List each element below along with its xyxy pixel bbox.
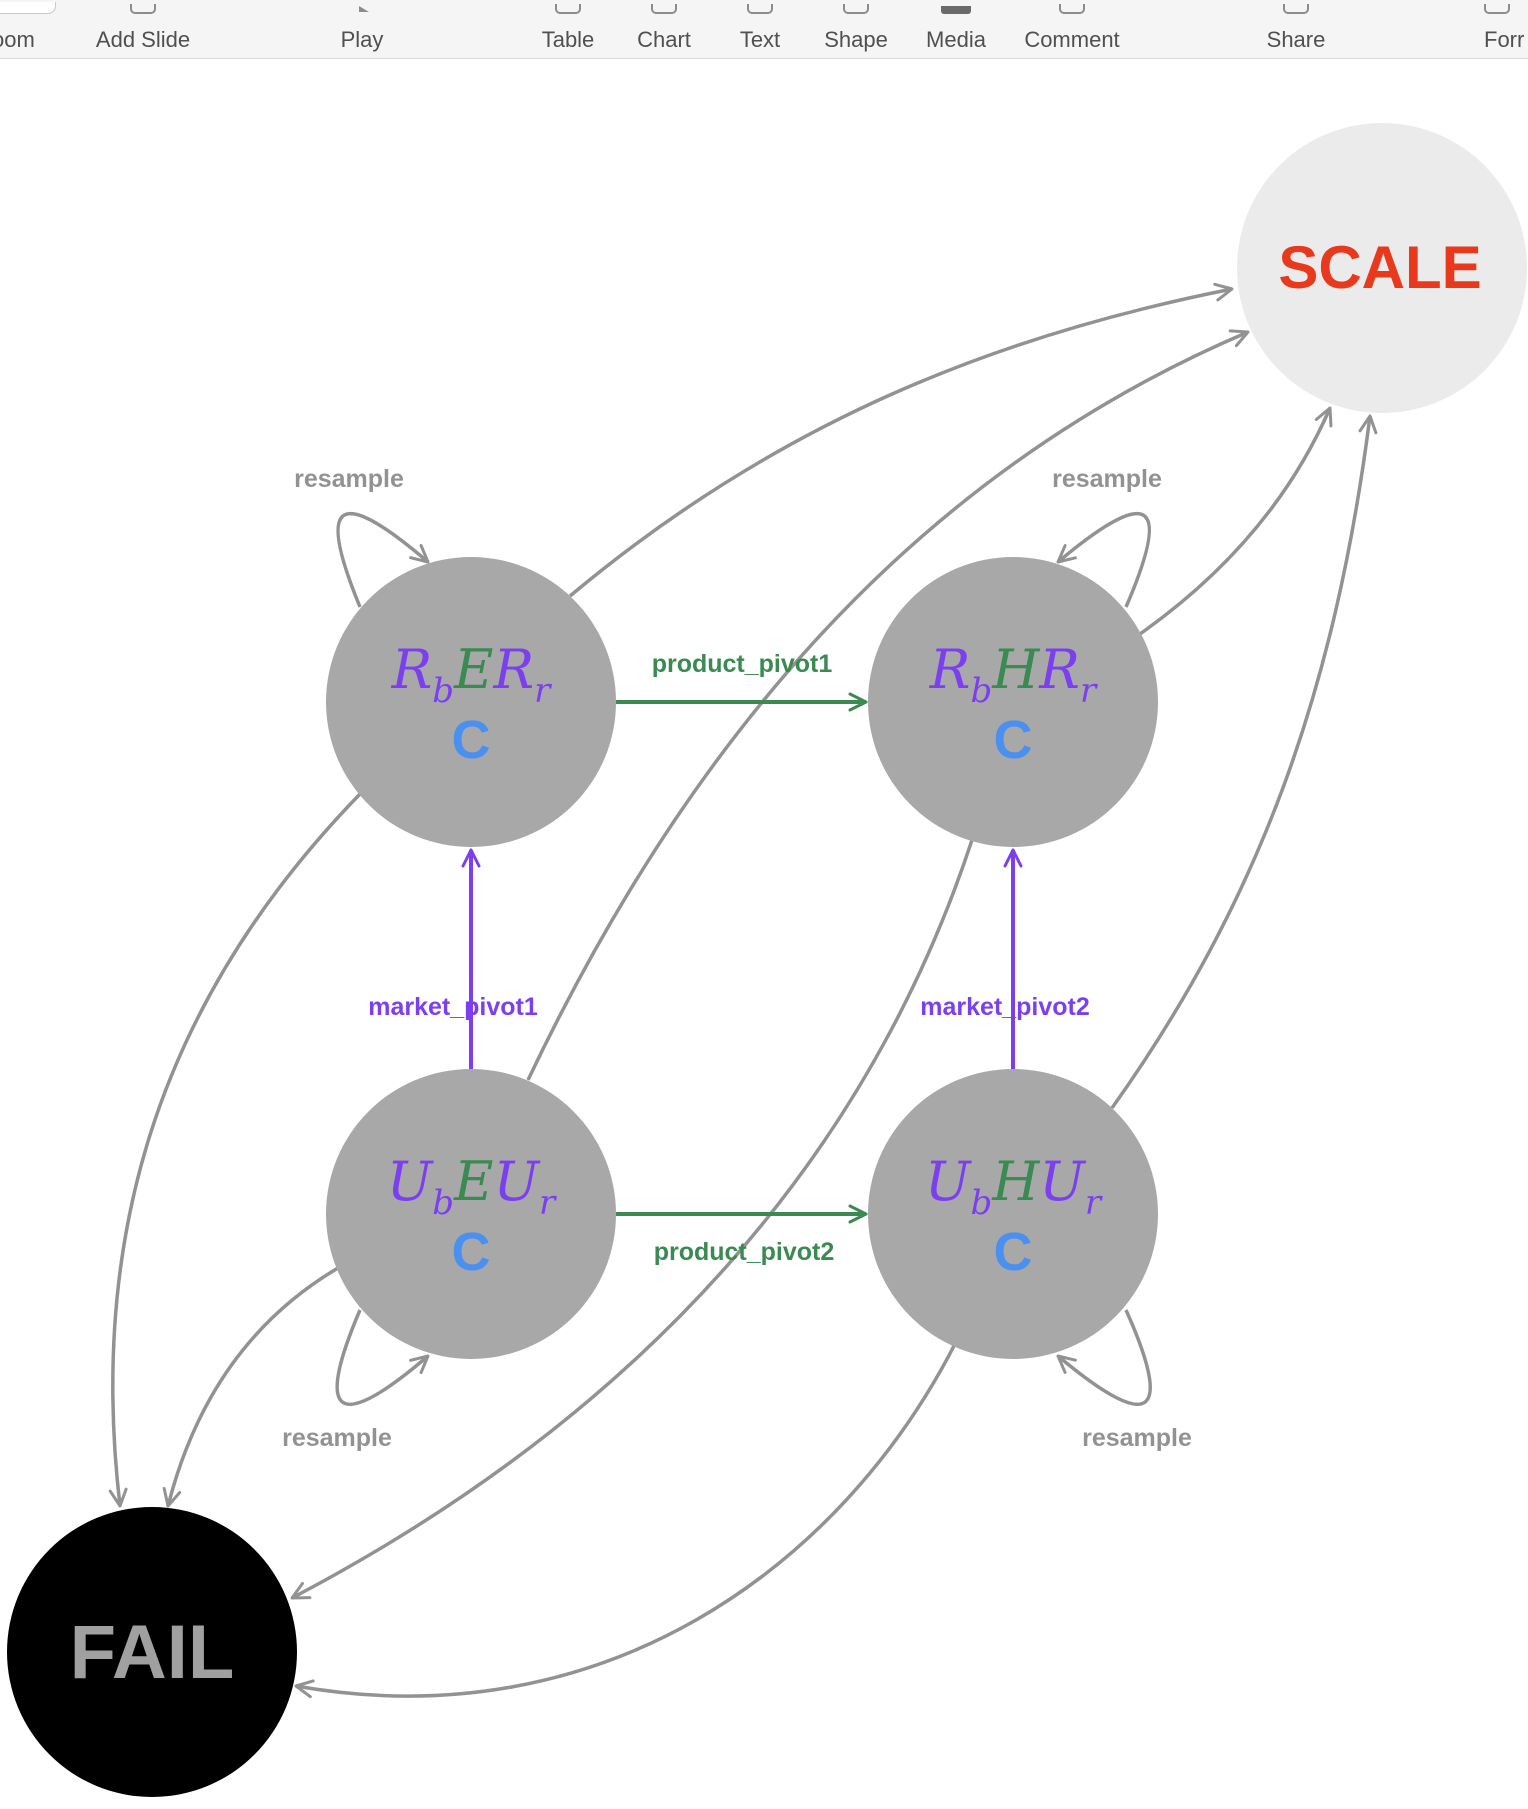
toolbar-label: Add Slide <box>95 27 191 52</box>
label-resample-ubeu: resample <box>282 1424 392 1452</box>
edge-rbhr-to-fail <box>290 839 974 1600</box>
label-resample-ubhu: resample <box>1082 1424 1192 1452</box>
state-diagram: SCALE FAIL RbERr C RbHRr C UbEUr C UbHUr… <box>7 123 1527 1797</box>
toolbar-label: Share <box>1266 27 1326 52</box>
shape-icon <box>843 4 869 14</box>
rber-mid: E <box>453 638 493 701</box>
edge-rbhr-to-scale <box>1138 406 1333 636</box>
label-market-pivot2: market_pivot2 <box>920 993 1090 1021</box>
rber-a-sub: b <box>432 671 454 711</box>
edge-ubeu-to-scale <box>526 329 1250 1081</box>
toolbar-media[interactable]: Media <box>908 0 1004 58</box>
toolbar-label: Forr <box>1484 27 1525 52</box>
ubhu-state-label: UbHUr <box>925 1150 1103 1223</box>
ubhu-mid: H <box>991 1150 1040 1213</box>
rbhr-b-sub: r <box>1080 671 1098 711</box>
toolbar-label: Media <box>926 27 986 52</box>
ubeu-b-sub: r <box>539 1183 557 1223</box>
chart-icon <box>651 4 677 14</box>
toolbar-label: oom <box>0 27 35 52</box>
ubeu-a-sub: b <box>432 1183 454 1223</box>
ubeu-mid: E <box>453 1150 493 1213</box>
share-icon <box>1283 4 1309 14</box>
fail-label: FAIL <box>70 1610 235 1695</box>
toolbar-table[interactable]: Table <box>522 0 614 58</box>
rber-a: R <box>391 638 433 701</box>
toolbar-label: Shape <box>824 27 888 52</box>
label-market-pivot1: market_pivot1 <box>368 993 538 1021</box>
rber-b-sub: r <box>534 671 552 711</box>
add-slide-icon <box>130 4 156 14</box>
rbhr-letter: C <box>994 710 1033 770</box>
node-rber[interactable] <box>326 557 616 847</box>
node-fail[interactable] <box>7 1507 297 1797</box>
rbhr-b: R <box>1038 638 1080 701</box>
edge-ubhu-to-scale <box>1110 414 1378 1110</box>
loop-ubeu <box>335 1309 430 1406</box>
node-rbhr[interactable] <box>868 557 1158 847</box>
toolbar: oom Add Slide Play Table Chart Text Shap… <box>0 0 1528 59</box>
format-icon <box>1484 4 1510 14</box>
toolbar-label: Chart <box>637 27 691 52</box>
toolbar-format[interactable]: Forr <box>1484 0 1528 58</box>
toolbar-play[interactable]: Play <box>314 0 410 58</box>
label-resample-rber: resample <box>294 465 404 493</box>
toolbar-label: Comment <box>1024 27 1120 52</box>
toolbar-label: Play <box>340 27 384 52</box>
toolbar-chart[interactable]: Chart <box>618 0 710 58</box>
rbhr-mid: H <box>991 638 1040 701</box>
toolbar-label: Text <box>739 27 781 52</box>
node-ubhu[interactable] <box>868 1069 1158 1359</box>
rber-letter: C <box>452 710 491 770</box>
rbhr-a-sub: b <box>970 671 992 711</box>
play-icon <box>359 6 369 12</box>
rbhr-state-label: RbHRr <box>929 638 1098 711</box>
node-ubeu[interactable] <box>326 1069 616 1359</box>
toolbar-add-slide[interactable]: Add Slide <box>78 0 208 58</box>
comment-icon <box>1059 4 1085 14</box>
edge-ubeu-to-fail <box>162 1266 339 1508</box>
text-icon <box>747 4 773 14</box>
toolbar-zoom[interactable]: oom <box>0 0 56 58</box>
loop-rbhr <box>1056 511 1152 608</box>
node-scale[interactable] <box>1237 123 1527 413</box>
toolbar-share[interactable]: Share <box>1248 0 1344 58</box>
label-product-pivot2: product_pivot2 <box>654 1238 835 1266</box>
rber-b: R <box>492 638 534 701</box>
table-icon <box>555 4 581 14</box>
media-icon <box>941 6 971 14</box>
ubeu-state-label: UbEUr <box>387 1150 557 1223</box>
slide-canvas[interactable]: SCALE FAIL RbERr C RbHRr C UbEUr C UbHUr… <box>0 59 1528 1804</box>
rbhr-a: R <box>929 638 971 701</box>
ubeu-b: U <box>493 1150 540 1213</box>
toolbar-text[interactable]: Text <box>714 0 806 58</box>
zoom-icon <box>0 2 56 14</box>
edge-ubhu-to-fail <box>294 1341 958 1699</box>
edge-rber-to-fail <box>108 792 362 1508</box>
ubeu-letter: C <box>452 1222 491 1282</box>
ubhu-b-sub: r <box>1085 1183 1103 1223</box>
ubhu-b: U <box>1039 1150 1086 1213</box>
ubeu-a: U <box>387 1150 434 1213</box>
ubhu-letter: C <box>994 1222 1033 1282</box>
loop-ubhu <box>1056 1309 1152 1406</box>
toolbar-label: Table <box>541 27 595 52</box>
scale-label: SCALE <box>1278 234 1481 301</box>
label-product-pivot1: product_pivot1 <box>652 650 833 678</box>
edge-rber-to-scale <box>568 282 1234 598</box>
ubhu-a-sub: b <box>970 1183 992 1223</box>
loop-rber <box>336 511 430 608</box>
ubhu-a: U <box>925 1150 972 1213</box>
label-resample-rbhr: resample <box>1052 465 1162 493</box>
rber-state-label: RbERr <box>391 638 553 711</box>
toolbar-comment[interactable]: Comment <box>1016 0 1128 58</box>
toolbar-shape[interactable]: Shape <box>810 0 902 58</box>
